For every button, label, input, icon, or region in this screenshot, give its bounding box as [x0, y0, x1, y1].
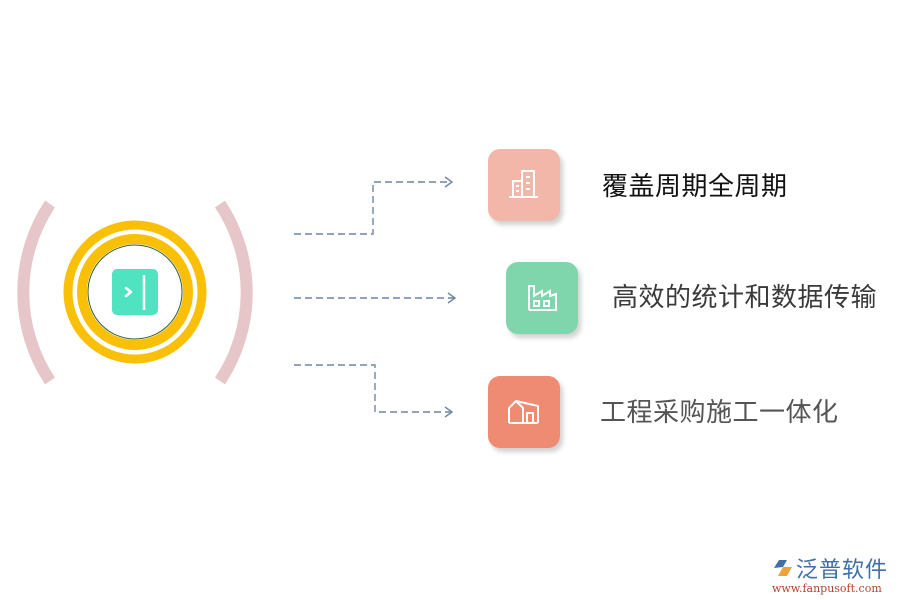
connectors	[294, 181, 455, 413]
connector-top	[294, 181, 452, 235]
feature-label-1: 覆盖周期全周期	[602, 172, 788, 202]
outer-ring	[63, 220, 207, 364]
warehouse-icon	[508, 400, 539, 424]
collapse-panel-icon	[112, 269, 158, 315]
feature-tile-1	[488, 149, 560, 221]
office-building-icon	[509, 170, 538, 198]
brand-url: www.fanpusoft.com	[772, 582, 882, 595]
right-arc	[214, 200, 253, 385]
arrowheads	[444, 176, 457, 418]
feature-label-3: 工程采购施工一体化	[600, 398, 839, 428]
connector-bottom	[294, 364, 452, 413]
feature-tile-3	[488, 376, 560, 448]
left-arc	[17, 200, 56, 385]
brand-name: 泛普软件	[796, 558, 889, 583]
inner-ring	[77, 234, 193, 350]
brand-logo: 泛普软件 www.fanpusoft.com	[772, 552, 888, 595]
factory-icon	[528, 285, 557, 311]
feature-tile-2	[506, 262, 578, 334]
fanpu-logo-icon	[774, 560, 792, 576]
feature-label-2: 高效的统计和数据传输	[612, 283, 878, 313]
